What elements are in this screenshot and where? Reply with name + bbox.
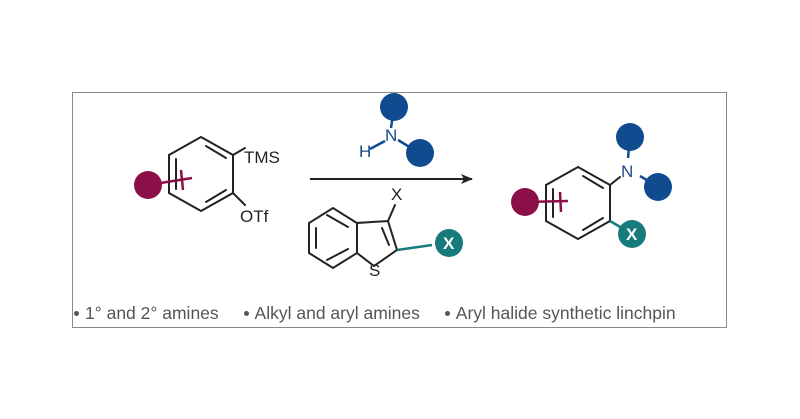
substituent-tick	[179, 169, 185, 191]
product-r1-circle	[616, 123, 644, 151]
substituent-circle	[134, 171, 162, 199]
amine-r2-circle	[406, 139, 434, 167]
amine-n-label: N	[385, 126, 397, 145]
amine-h-label: H	[359, 142, 371, 161]
product-substituent-circle	[511, 188, 539, 216]
benzothiophene-x-label: X	[391, 185, 402, 204]
bullet-item: Aryl halide synthetic linchpin	[444, 303, 676, 324]
product-n-label: N	[621, 162, 633, 181]
product: N X	[511, 123, 672, 248]
aryne-precursor: TMS OTf	[134, 135, 280, 226]
bullet-dot	[444, 310, 450, 316]
feature-bullets: 1° and 2° amines Alkyl and aryl amines A…	[74, 303, 734, 324]
bullet-dot	[243, 310, 249, 316]
benzothiophene-reagent: X S X	[308, 185, 463, 280]
product-substituent-tick	[558, 191, 563, 213]
benzothiophene-s-label: S	[369, 261, 380, 280]
otf-label: OTf	[240, 207, 269, 226]
amine-r1-circle	[380, 93, 408, 121]
heteroaryl-x-label: X	[443, 234, 455, 253]
bullet-item: 1° and 2° amines	[74, 303, 219, 324]
bullet-item: Alkyl and aryl amines	[243, 303, 420, 324]
bullet-text: Alkyl and aryl amines	[254, 303, 420, 323]
bullet-text: Aryl halide synthetic linchpin	[455, 303, 676, 323]
bullet-dot	[74, 310, 79, 316]
product-x-label: X	[626, 225, 638, 244]
heteroaryl-x-circle	[435, 229, 463, 257]
amine-reagent: N H	[359, 93, 434, 167]
product-r2-circle	[644, 173, 672, 201]
product-x-circle	[618, 220, 646, 248]
bullet-text: 1° and 2° amines	[85, 303, 219, 323]
tms-label: TMS	[244, 148, 280, 167]
scheme-frame	[72, 92, 727, 328]
